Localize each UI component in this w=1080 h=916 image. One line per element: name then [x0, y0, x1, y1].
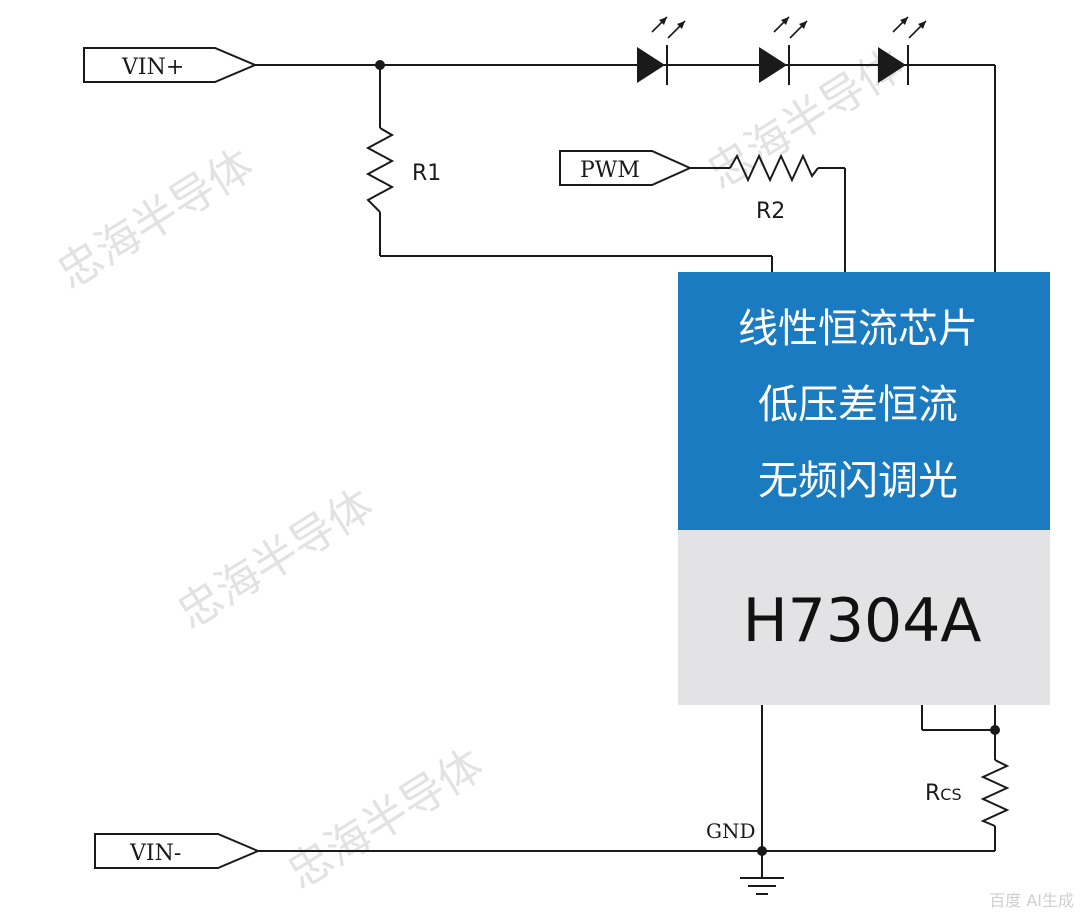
r2-label: R2	[756, 199, 785, 224]
led-1	[637, 16, 686, 85]
ground-symbol: GND	[706, 819, 784, 895]
chip-part-number: H7304A	[743, 586, 982, 656]
chip-feature-line-3: 无频闪调光	[758, 458, 958, 504]
vin-minus-label: VIN-	[129, 841, 181, 866]
junctions	[375, 60, 1000, 856]
r1-resistor: R1	[365, 127, 441, 213]
junction-dot	[375, 60, 385, 70]
rcs-label-main: R	[925, 781, 940, 806]
gnd-label: GND	[706, 819, 756, 843]
pwm-label: PWM	[580, 158, 640, 183]
vin-minus-port: VIN-	[94, 833, 261, 869]
chip-feature-line-2: 低压差恒流	[758, 382, 958, 428]
r1-label: R1	[412, 161, 441, 186]
watermark-3: 忠海半导体	[279, 739, 493, 899]
watermark-1: 忠海半导体	[49, 139, 263, 299]
r2-resistor: R2	[729, 153, 819, 224]
chip-h7304a: 线性恒流芯片 低压差恒流 无频闪调光 H7304A	[678, 272, 1050, 705]
vin-plus-port: VIN+	[83, 47, 258, 83]
chip-top-panel	[678, 272, 1050, 530]
junction-dot	[990, 725, 1000, 735]
chip-bottom-panel	[678, 530, 1050, 705]
rcs-label: RCS	[925, 781, 962, 806]
junction-dot	[757, 846, 767, 856]
watermark-2: 忠海半导体	[169, 479, 383, 639]
rcs-label-sub: CS	[940, 785, 961, 804]
chip-feature-line-1: 线性恒流芯片	[738, 306, 978, 352]
led-3	[878, 16, 927, 85]
led-2	[759, 16, 808, 85]
corner-watermark: 百度 AI生成	[989, 891, 1074, 910]
pwm-port: PWM	[559, 150, 693, 186]
vin-plus-label: VIN+	[121, 55, 184, 80]
rcs-resistor: RCS	[925, 759, 1010, 827]
